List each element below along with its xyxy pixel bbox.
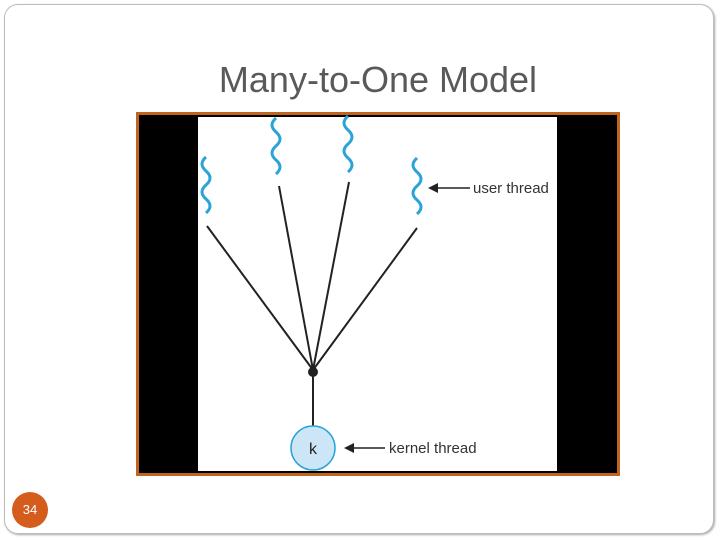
connector-line-3 (312, 181, 350, 371)
kernel-node-label: k (309, 441, 318, 458)
user-thread-squiggle-3 (342, 114, 354, 174)
connector-line-1 (206, 225, 314, 371)
connector-line-2 (278, 185, 314, 371)
slide-title: Many-to-One Model (218, 59, 538, 100)
user-thread-squiggle-2 (270, 116, 282, 176)
junction-dot (308, 367, 318, 377)
user-thread-squiggle-4 (411, 156, 423, 216)
page-number-badge: 34 (12, 492, 48, 528)
kernel-thread-arrowhead (344, 443, 354, 453)
user-thread-squiggle-1 (200, 155, 212, 215)
user-thread-arrowhead (428, 183, 438, 193)
connector-line-4 (312, 227, 418, 371)
user-thread-label: user thread (473, 180, 549, 197)
kernel-thread-node (290, 425, 336, 471)
kernel-thread-label: kernel thread (389, 440, 477, 457)
